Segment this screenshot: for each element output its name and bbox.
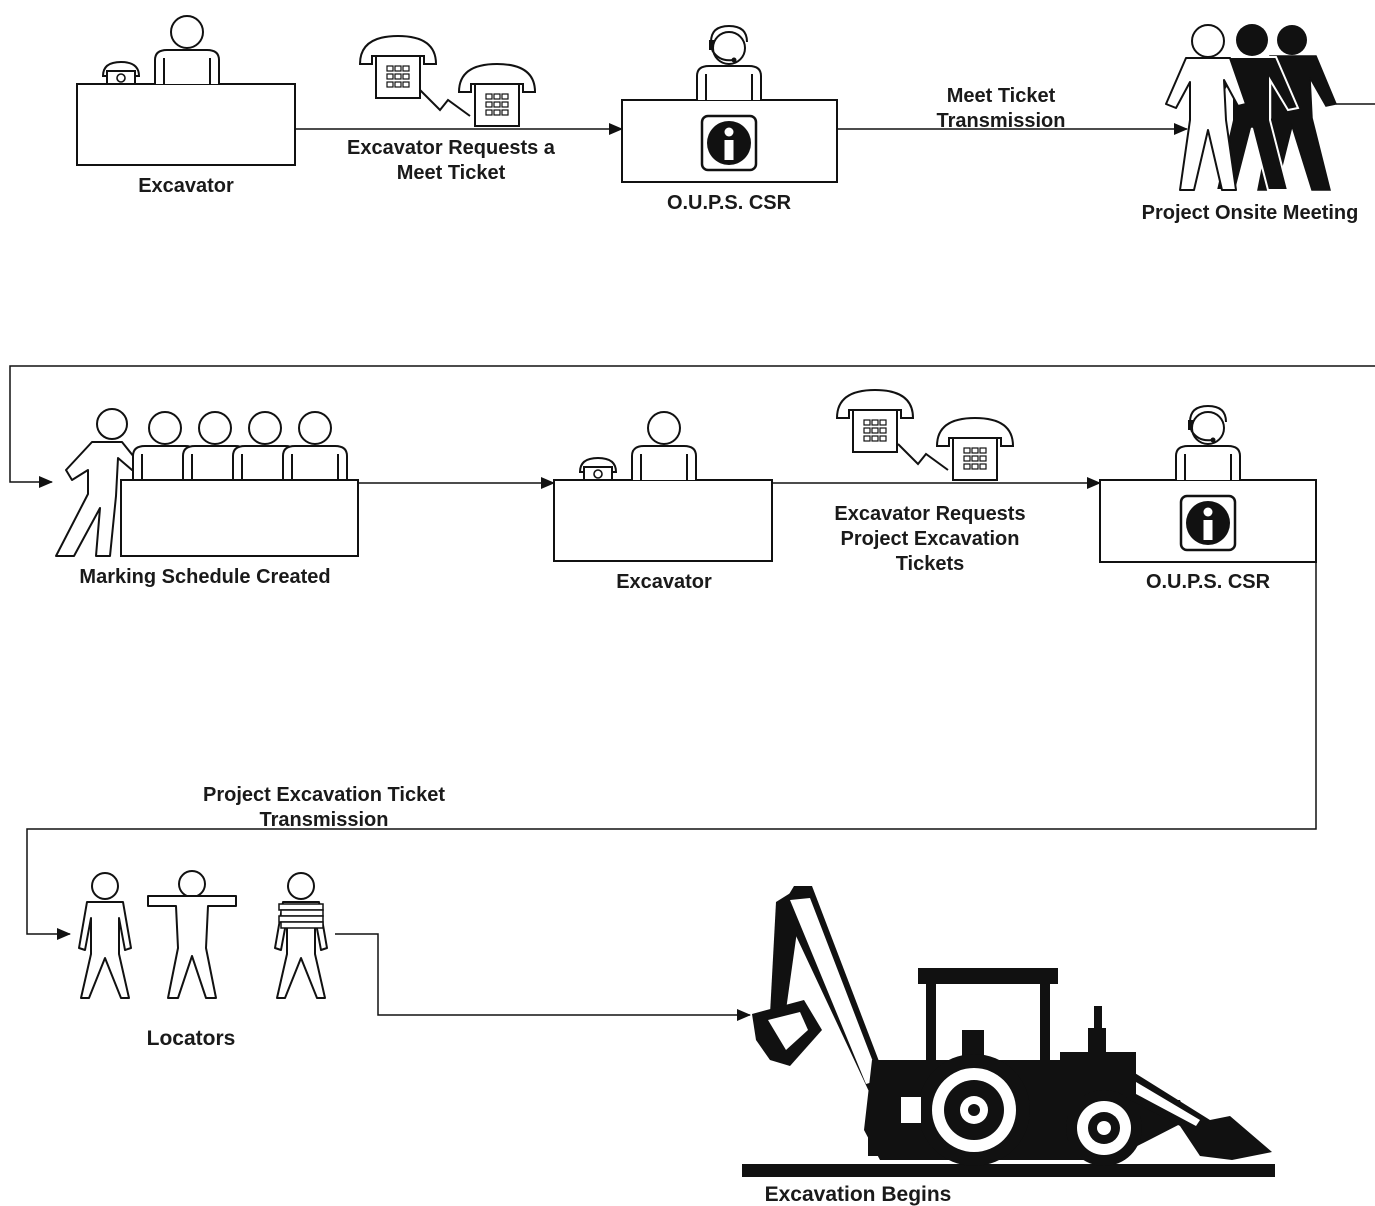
excavator-desk-node-2: Excavator <box>553 411 773 593</box>
edge-wrap-to-marking <box>9 365 1375 488</box>
person-icon <box>282 411 348 481</box>
edge-label-line: Excavator Requests <box>834 503 1025 525</box>
info-icon <box>700 114 758 172</box>
marking-schedule-label: Marking Schedule Created <box>79 566 330 588</box>
person-arms-out-icon <box>147 870 237 999</box>
edge-project-ticket-transmission <box>26 562 1317 940</box>
telephone-icon <box>936 417 1014 481</box>
backhoe-icon <box>742 886 1275 1177</box>
phone-call-icon <box>359 35 536 127</box>
edge-label-line: Meet Ticket <box>947 85 1056 107</box>
telephone-icon <box>359 35 437 99</box>
person-icon <box>78 872 132 999</box>
edge-label-line: Transmission <box>260 809 389 831</box>
edge-label-line: Transmission <box>937 110 1066 132</box>
onsite-meeting-group-icon <box>1165 24 1375 191</box>
marking-schedule-node: Marking Schedule Created <box>55 408 359 588</box>
onsite-meeting-label: Project Onsite Meeting <box>1142 202 1359 224</box>
locators-node: Locators <box>78 870 328 1050</box>
csr-label: O.U.P.S. CSR <box>667 192 792 214</box>
csr-desk-node: O.U.P.S. CSR <box>621 25 838 214</box>
phone-call-icon <box>836 389 1014 481</box>
info-icon <box>1179 494 1237 552</box>
excavator-label: Excavator <box>138 175 234 197</box>
edge-locators-to-excavation <box>335 933 751 1021</box>
telephone-icon <box>102 61 140 85</box>
person-icon <box>154 15 220 85</box>
excavator-desk-node: Excavator <box>76 15 296 197</box>
edge-label-line: Tickets <box>896 553 965 575</box>
telephone-icon <box>836 389 914 453</box>
person-carrying-files-icon <box>274 872 328 999</box>
edge-label-line: Meet Ticket <box>397 162 506 184</box>
telephone-icon <box>458 63 536 127</box>
edge-label-line: Project Excavation <box>841 528 1020 550</box>
locators-label: Locators <box>147 1027 236 1050</box>
headset-person-icon <box>1175 405 1241 481</box>
person-icon <box>631 411 697 481</box>
excavation-begins-label: Excavation Begins <box>765 1183 952 1206</box>
csr-desk-node-2: O.U.P.S. CSR <box>1099 405 1317 593</box>
headset-person-icon <box>696 25 762 101</box>
csr-label: O.U.P.S. CSR <box>1146 571 1271 593</box>
edge-label-line: Excavator Requests a <box>347 137 556 159</box>
excavator-label: Excavator <box>616 571 712 593</box>
edge-label-line: Project Excavation Ticket <box>203 784 445 806</box>
telephone-icon <box>579 457 617 481</box>
